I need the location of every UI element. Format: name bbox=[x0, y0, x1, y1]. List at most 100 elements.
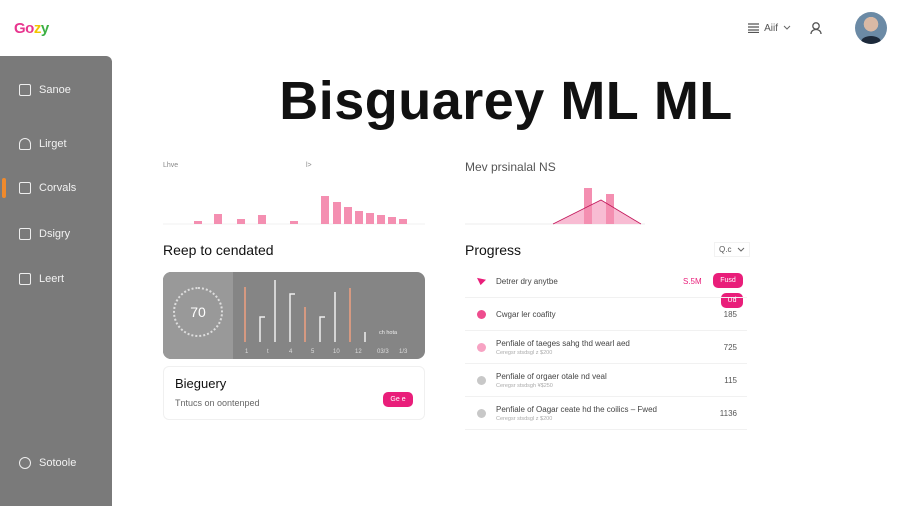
tick-label: 1/3 bbox=[399, 349, 408, 355]
list-item[interactable]: Penfiale of Oagar ceate hd the coilics –… bbox=[465, 397, 747, 430]
chevron-down-icon bbox=[738, 247, 745, 252]
filter-label: Q.c bbox=[719, 245, 732, 254]
send-icon bbox=[477, 277, 486, 285]
bar bbox=[333, 202, 341, 224]
progress-filter[interactable]: Q.c bbox=[714, 242, 751, 257]
section-heading: Progress bbox=[465, 242, 522, 258]
bar bbox=[355, 211, 363, 224]
sidebar-item-dsigry[interactable]: Dsigry bbox=[19, 228, 70, 240]
chart-label: l> bbox=[306, 162, 312, 169]
update-button[interactable]: Ud bbox=[721, 293, 743, 308]
bar bbox=[258, 215, 266, 224]
grid-icon bbox=[19, 228, 31, 240]
bar bbox=[584, 188, 592, 224]
sidebar-item-label: Lirget bbox=[39, 138, 67, 150]
item-text: Penfiale of orgaer otale nd veal bbox=[496, 371, 607, 381]
item-subtext: Ceregsr stsdsgl z $200 bbox=[496, 349, 553, 356]
chart-label: Lhve bbox=[163, 162, 179, 169]
item-text: Cwgar ler coafity bbox=[496, 309, 556, 319]
gauge-panel: 70 bbox=[163, 272, 233, 359]
left-bar-chart bbox=[163, 196, 425, 225]
item-value: 185 bbox=[723, 309, 737, 319]
bar bbox=[194, 221, 202, 224]
info-card: Bieguery Tntucs on oontenped Ge e bbox=[163, 366, 425, 420]
dot-icon bbox=[477, 375, 486, 385]
tick-label: 5 bbox=[311, 349, 315, 355]
sidebar-item-label: Dsigry bbox=[39, 228, 71, 240]
metrics-card: 70 1 t 4 5 10 12 03/3 1/3 ch hota bbox=[163, 272, 425, 359]
chart-title: Mev prsinalal NS bbox=[465, 160, 556, 174]
book-icon bbox=[19, 273, 31, 285]
sidebar-item-label: Sotoole bbox=[39, 457, 77, 469]
tick-label: 12 bbox=[355, 349, 362, 355]
bar bbox=[366, 213, 374, 224]
logo-letter: o bbox=[25, 20, 34, 37]
tick-label: t bbox=[267, 349, 269, 355]
sidebar-item-sanoe[interactable]: Sanoe bbox=[19, 84, 71, 96]
logo-letter: z bbox=[33, 20, 42, 37]
card-text: Tntucs on oontenped bbox=[175, 398, 260, 408]
sidebar-item-label: Leert bbox=[39, 273, 65, 285]
item-text: Detrer dry anytbe bbox=[496, 276, 558, 286]
item-text: Penfiale of Oagar ceate hd the coilics –… bbox=[496, 404, 657, 414]
section-heading: Reep to cendated bbox=[163, 242, 274, 258]
bar bbox=[214, 214, 222, 224]
page-title: Bisguarey ML ML bbox=[279, 71, 733, 131]
list-item[interactable]: Cwgar ler coafity 185 bbox=[465, 298, 747, 331]
tag-icon bbox=[19, 138, 31, 150]
bar bbox=[290, 221, 298, 224]
settings-icon bbox=[19, 457, 31, 469]
right-area-chart bbox=[465, 188, 645, 225]
trend-line bbox=[552, 199, 642, 225]
avatar[interactable] bbox=[855, 12, 887, 44]
chevron-down-icon bbox=[783, 25, 791, 30]
gauge: 70 bbox=[173, 287, 223, 337]
bar bbox=[377, 215, 385, 224]
sidebar-item-label: Corvals bbox=[39, 182, 77, 194]
bar bbox=[388, 217, 396, 224]
sidebar-item-leert[interactable]: Leert bbox=[19, 273, 64, 285]
logo[interactable]: Gozy bbox=[14, 20, 49, 37]
sidebar-item-label: Sanoe bbox=[39, 84, 71, 96]
bar bbox=[344, 207, 352, 224]
item-value: 725 bbox=[723, 342, 737, 352]
bar bbox=[321, 196, 329, 224]
card-button[interactable]: Ge e bbox=[383, 392, 413, 407]
sidebar-item-lirget[interactable]: Lirget bbox=[19, 138, 67, 150]
view-menu[interactable]: Aiif bbox=[748, 23, 791, 34]
sidebar: Sanoe Lirget Corvals Dsigry Leert Sotool… bbox=[0, 56, 112, 506]
list-icon bbox=[748, 23, 760, 33]
dot-icon bbox=[477, 342, 486, 352]
line-note: ch hota bbox=[379, 330, 398, 336]
item-subtext: Ceregsr stsdsgl z $200 bbox=[496, 415, 553, 422]
tick-label: 1 bbox=[245, 349, 249, 355]
dot-icon bbox=[477, 408, 486, 418]
line-bar bbox=[319, 316, 325, 342]
bar bbox=[399, 219, 407, 224]
item-value: 115 bbox=[724, 375, 737, 385]
chart-icon bbox=[19, 182, 31, 194]
sidebar-item-corvals[interactable]: Corvals bbox=[19, 182, 76, 194]
bar bbox=[237, 219, 245, 224]
gauge-value: 70 bbox=[190, 304, 206, 320]
progress-value: S.5M bbox=[683, 277, 702, 286]
topbar: Aiif bbox=[748, 12, 900, 44]
active-indicator bbox=[2, 178, 6, 198]
bar bbox=[606, 194, 614, 224]
tick-label: 10 bbox=[333, 349, 340, 355]
line-bar bbox=[259, 316, 265, 342]
tick-label: 4 bbox=[289, 349, 293, 355]
line-bar-chart: 1 t 4 5 10 12 03/3 1/3 ch hota bbox=[244, 280, 408, 355]
area-shape bbox=[553, 200, 641, 224]
dot-icon bbox=[477, 309, 486, 319]
line-bar bbox=[289, 293, 295, 342]
tick-label: 03/3 bbox=[377, 349, 389, 355]
user-icon[interactable] bbox=[809, 21, 823, 35]
layout-icon bbox=[19, 84, 31, 96]
list-item[interactable]: Detrer dry anytbe bbox=[465, 265, 747, 298]
logo-letter: y bbox=[40, 20, 49, 37]
sidebar-item-sotoole[interactable]: Sotoole bbox=[19, 457, 76, 469]
fund-button[interactable]: Fusd bbox=[713, 273, 743, 288]
